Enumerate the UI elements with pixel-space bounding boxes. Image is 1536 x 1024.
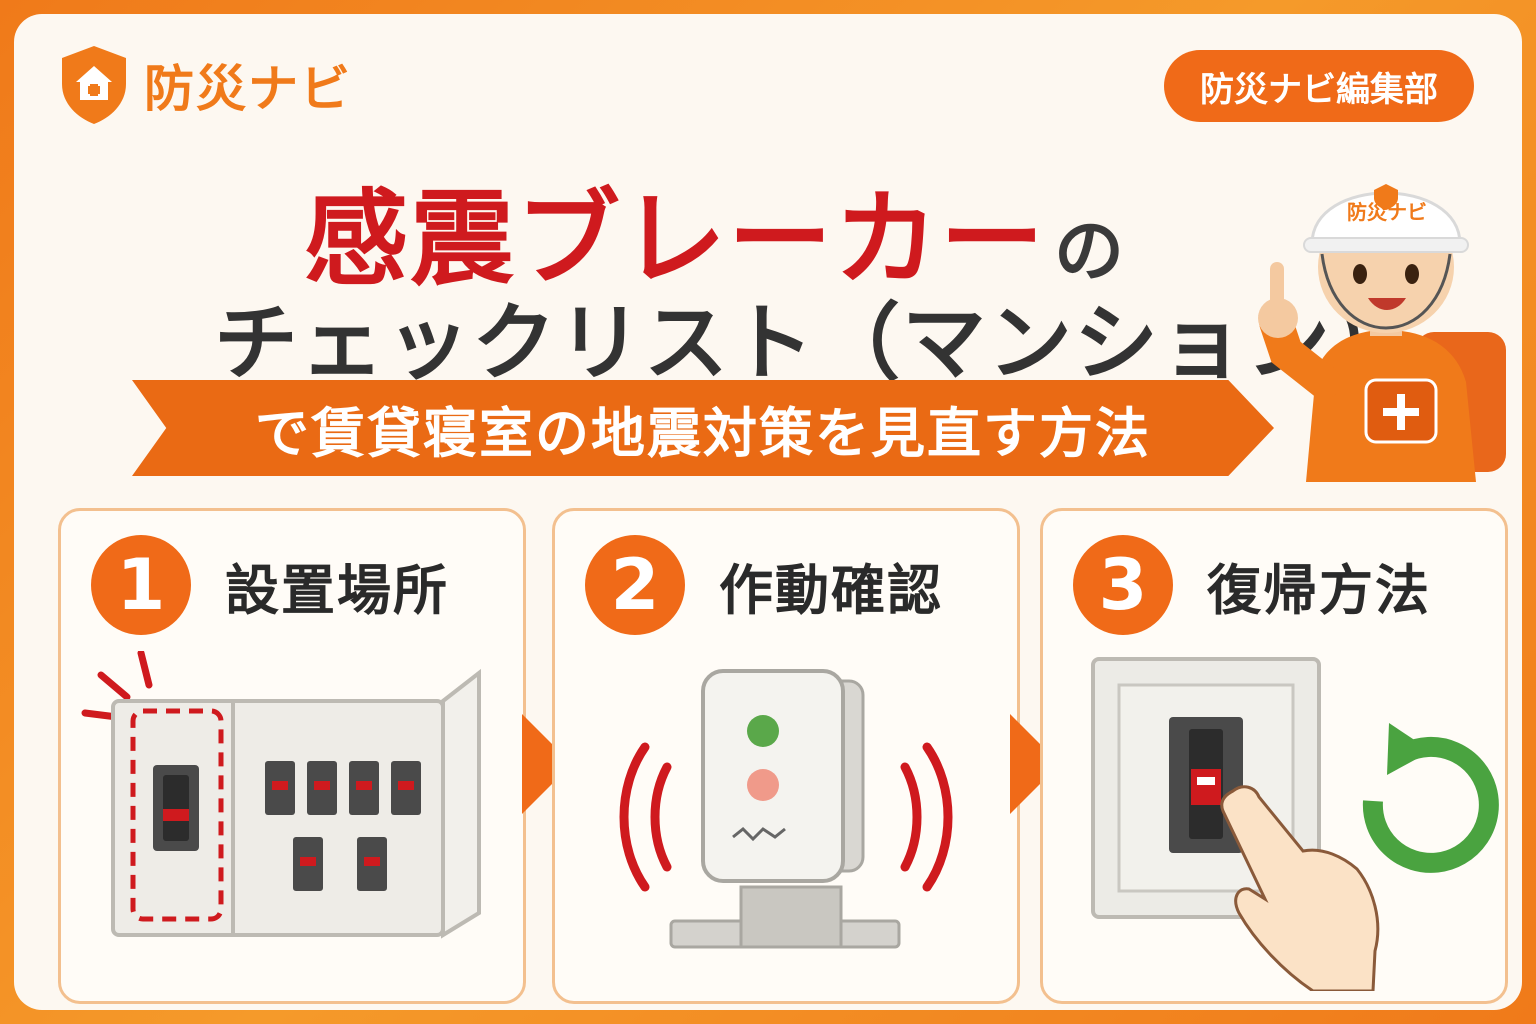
breaker-panel-icon xyxy=(81,651,481,939)
step-card-1: 1 設置場所 xyxy=(58,508,526,1004)
arrow-right-icon xyxy=(1010,714,1060,814)
house-shield-icon xyxy=(62,46,126,124)
sensor-alarm-icon xyxy=(619,669,953,949)
step-header-2: 2 作動確認 xyxy=(585,535,943,635)
step-number-3: 3 xyxy=(1073,535,1173,635)
step-card-3: 3 復帰方法 xyxy=(1040,508,1508,1004)
worker-mascot-icon xyxy=(1258,184,1506,482)
title-ribbon: で賃貸寝室の地震対策を見直す方法 xyxy=(132,380,1274,476)
ribbon-text: で賃貸寝室の地震対策を見直す方法 xyxy=(255,401,1151,465)
reset-switch-icon xyxy=(1091,657,1499,991)
arrow-right-icon xyxy=(522,714,572,814)
editor-badge[interactable]: 防災ナビ編集部 xyxy=(1164,50,1474,122)
step-header-3: 3 復帰方法 xyxy=(1073,535,1431,635)
step-title-3: 復帰方法 xyxy=(1207,558,1431,622)
background-frame: 防災ナビ 防災ナビ編集部 感震ブレーカーの チェックリスト（マンション） で賃貸… xyxy=(14,14,1522,1010)
brand-name: 防災ナビ xyxy=(144,60,352,118)
step-number-2: 2 xyxy=(585,535,685,635)
step-card-2: 2 作動確認 xyxy=(552,508,1020,1004)
step-title-2: 作動確認 xyxy=(719,558,943,622)
mascot-helmet-label: 防災ナビ xyxy=(1347,200,1427,224)
step-number-1: 1 xyxy=(91,535,191,635)
title-subtitle: チェックリスト（マンション） xyxy=(214,294,1419,392)
step-title-1: 設置場所 xyxy=(225,558,449,622)
page-title: 感震ブレーカーの xyxy=(304,154,1124,305)
title-main: 感震ブレーカー xyxy=(304,178,1047,300)
step-header-1: 1 設置場所 xyxy=(91,535,449,635)
title-particle: の xyxy=(1054,210,1125,292)
brand-logo[interactable]: 防災ナビ xyxy=(58,44,352,126)
